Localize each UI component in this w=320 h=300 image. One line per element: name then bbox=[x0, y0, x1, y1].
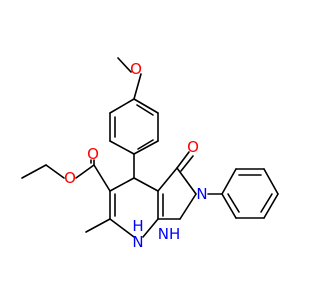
ring-nh-nitrogen-label: N bbox=[132, 233, 143, 251]
atom-labels: O O O O N NH H N bbox=[64, 60, 208, 251]
ester-carbonyl-oxygen-label: O bbox=[87, 145, 99, 163]
ring-nh-hydrogen-label: H bbox=[132, 217, 143, 235]
ester-oxygen-label: O bbox=[64, 169, 76, 187]
methoxy-oxygen-label: O bbox=[130, 60, 142, 78]
bonds bbox=[21, 57, 279, 238]
ketone-oxygen-label: O bbox=[187, 138, 199, 156]
pyrazole-nh-label: NH bbox=[158, 225, 181, 243]
molecule-diagram: O O O O N NH H N bbox=[21, 57, 279, 251]
n-phenyl-label: N bbox=[196, 185, 207, 203]
